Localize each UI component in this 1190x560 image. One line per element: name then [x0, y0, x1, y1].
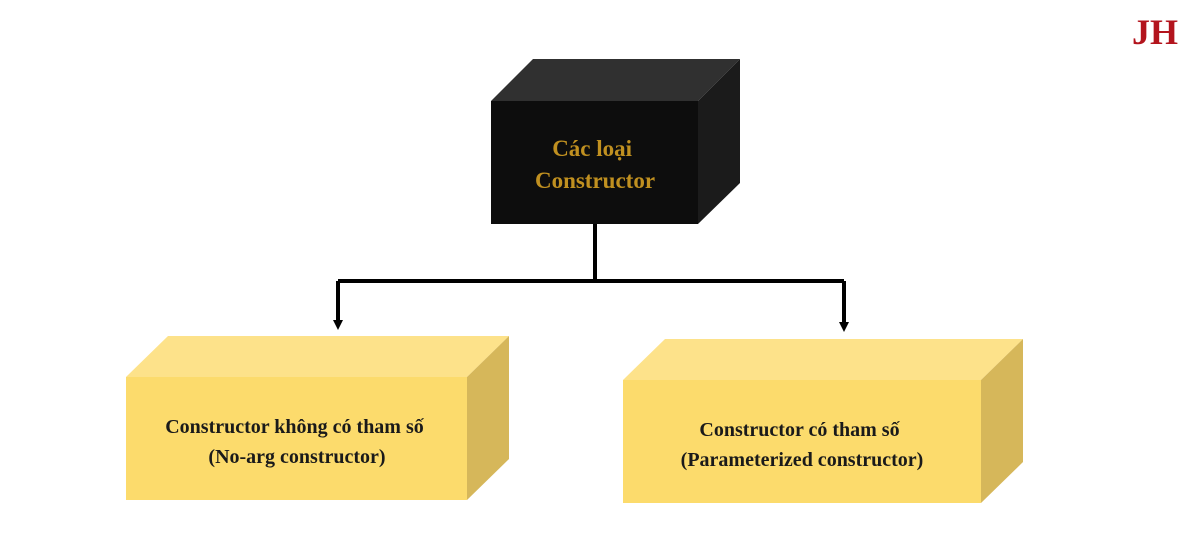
no-arg-box-label-line-1: Constructor không có tham số [165, 416, 425, 438]
root-box-label-line-2: Constructor [535, 168, 655, 193]
root-box-label: Các loại Constructor [535, 136, 655, 193]
parameterized-box-side-face [981, 339, 1023, 503]
parameterized-box-label-line-2: (Parameterized constructor) [681, 449, 924, 471]
jh-logo: JH [1132, 12, 1178, 52]
root-box-label-line-1: Các loại [552, 136, 632, 161]
no-arg-box-label-line-2: (No-arg constructor) [208, 446, 385, 468]
no-arg-box-label: Constructor không có tham số (No-arg con… [165, 416, 429, 468]
no-arg-box-side-face [467, 336, 509, 500]
no-arg-constructor-box: Constructor không có tham số (No-arg con… [126, 336, 509, 500]
parameterized-box-top-face [623, 339, 1023, 380]
root-box-top-face [491, 59, 740, 101]
root-box-front-face [491, 101, 698, 224]
no-arg-box-top-face [126, 336, 509, 377]
connector-lines [333, 224, 849, 332]
no-arg-box-front-face [126, 377, 467, 500]
parameterized-box-front-face [623, 380, 981, 503]
parameterized-constructor-box: Constructor có tham số (Parameterized co… [623, 339, 1023, 503]
parameterized-box-label-line-1: Constructor có tham số [699, 419, 900, 441]
root-box-side-face [698, 59, 740, 224]
root-box: Các loại Constructor [491, 59, 740, 224]
parameterized-box-label: Constructor có tham số (Parameterized co… [681, 419, 924, 471]
